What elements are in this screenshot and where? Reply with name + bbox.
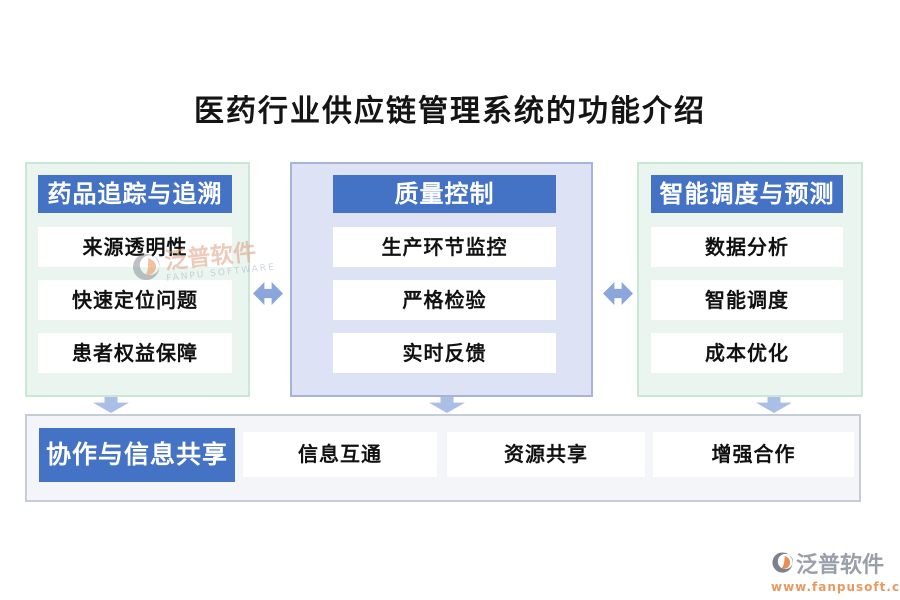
page-title: 医药行业供应链管理系统的功能介绍 [194,94,706,129]
item-smart-dispatch: 智能调度 [651,280,843,320]
panel-header-quality-control: 质量控制 [333,175,556,213]
panel-drug-tracing: 药品追踪与追溯 来源透明性 快速定位问题 患者权益保障 [25,162,250,397]
item-enhanced-cooperation: 增强合作 [653,432,854,477]
down-arrow-icon-left [93,397,129,413]
down-arrow-icon-middle [429,397,465,413]
panel-smart-scheduling: 智能调度与预测 数据分析 智能调度 成本优化 [637,162,863,397]
item-source-transparency: 来源透明性 [38,227,232,267]
double-arrow-icon-left [253,282,283,305]
panel-header-collaboration: 协作与信息共享 [39,428,235,482]
item-cost-optimization: 成本优化 [651,333,843,373]
item-resource-sharing: 资源共享 [447,432,645,477]
panel-header-drug-tracing: 药品追踪与追溯 [38,175,232,213]
vendor-name: 泛普软件 [796,551,885,578]
down-arrow-icon-right [756,397,792,413]
panel-collaboration: 协作与信息共享 信息互通 资源共享 增强合作 [25,414,861,502]
panel-quality-control: 质量控制 生产环节监控 严格检验 实时反馈 [290,162,593,397]
panel-header-smart-scheduling: 智能调度与预测 [651,175,843,213]
item-patient-rights: 患者权益保障 [38,333,232,373]
item-production-monitoring: 生产环节监控 [333,227,556,267]
item-information-exchange: 信息互通 [243,432,437,477]
item-strict-inspection: 严格检验 [333,280,556,320]
item-fast-problem-locating: 快速定位问题 [38,280,232,320]
item-realtime-feedback: 实时反馈 [333,333,556,373]
fanpu-logo-icon [771,551,794,578]
double-arrow-icon-right [603,282,633,305]
vendor-url: www.fanpusoft.com [771,580,900,594]
vendor-logo: 泛普软件 www.fanpusoft.com [771,551,900,594]
item-data-analysis: 数据分析 [651,227,843,267]
